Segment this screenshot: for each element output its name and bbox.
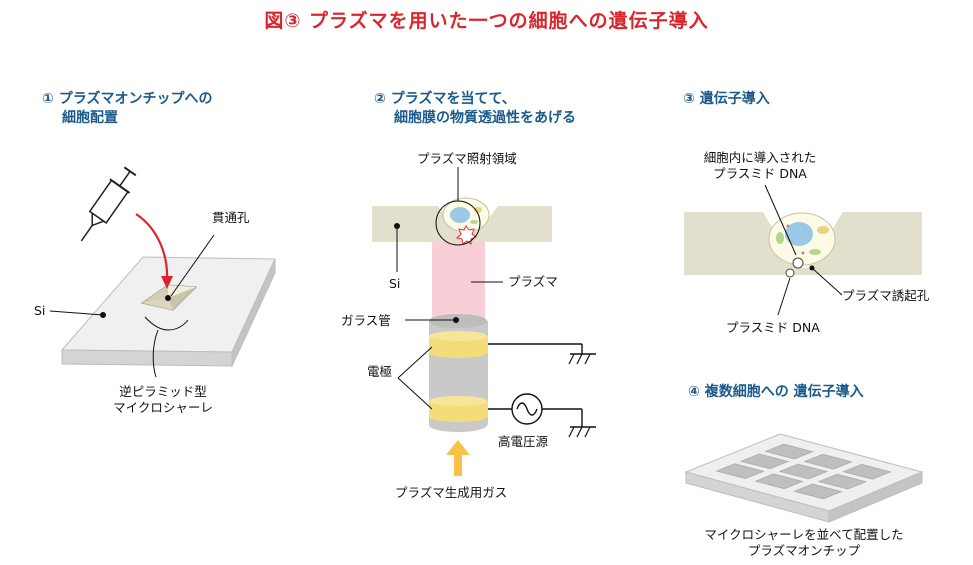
chip-well — [817, 473, 868, 490]
label-dish-l2: マイクロシャーレ — [113, 400, 213, 415]
step1-line1: ① プラズマオンチップへの — [42, 91, 213, 107]
insert-arrow — [135, 213, 169, 281]
label-electrode: 電極 — [367, 364, 393, 379]
plasmid-icon — [792, 257, 804, 269]
plasma-burst-icon — [455, 225, 478, 245]
gas-arrow-icon — [446, 440, 470, 476]
intro-leader — [764, 184, 797, 256]
step1-heading: ① プラズマオンチップへの 細胞配置 — [42, 90, 212, 128]
chip-well — [842, 464, 892, 480]
dish-bracket — [144, 316, 189, 331]
label-chip-array-l1: マイクロシャーレを並べて配置した — [704, 527, 904, 542]
chip-well — [764, 443, 814, 460]
label-hv-source: 高電圧源 — [498, 434, 549, 449]
label-plasma: プラズマ — [508, 274, 558, 289]
plasmid-outside-icon — [785, 268, 795, 278]
label-irradiation-region: プラズマ照射領域 — [417, 151, 517, 166]
label-si-1: Si — [34, 303, 46, 318]
cell-icon — [442, 197, 490, 233]
plasma-beam — [432, 226, 485, 326]
label-glass-tube: ガラス管 — [341, 313, 391, 328]
chip-well — [715, 463, 765, 479]
well-grid — [715, 443, 892, 500]
label-plasma-pore: プラズマ誘起孔 — [842, 288, 930, 303]
chip-well — [739, 453, 790, 470]
label-dish-l1: 逆ピラミッド型 — [119, 384, 207, 399]
label-plasmid-dna: プラスミド DNA — [726, 320, 820, 335]
pore-leader — [811, 267, 843, 296]
ground-icon-top — [568, 353, 596, 365]
glass-dot — [453, 317, 459, 323]
chip-well — [754, 473, 804, 490]
step3-heading: ③ 遺伝子導入 — [683, 91, 770, 107]
label-gas: プラズマ生成用ガス — [395, 485, 508, 500]
si-dot — [100, 312, 106, 318]
label-si-2: Si — [389, 276, 401, 291]
through-hole — [165, 295, 171, 301]
label-introduced-dna: 細胞内に導入された プラスミド DNA — [690, 150, 830, 182]
ground-icon-bottom — [568, 426, 596, 438]
label-introduced-dna-l2: プラスミド DNA — [713, 166, 807, 181]
label-introduced-dna-l1: 細胞内に導入された — [703, 150, 817, 165]
insert-arrowhead — [161, 276, 173, 289]
page-title: 図③ プラズマを用いた一つの細胞への遺伝子導入 — [264, 10, 709, 32]
step2-heading: ② プラズマを当てて、 細胞膜の物質透過性をあげる — [374, 90, 576, 128]
label-chip-array-l2: プラズマオンチップ — [747, 543, 861, 558]
electrode-bottom — [429, 396, 488, 422]
chip-well — [793, 483, 843, 500]
label-chip-array: マイクロシャーレを並べて配置した プラズマオンチップ — [684, 527, 924, 559]
si-leader — [49, 310, 104, 316]
step4-heading: ④ 複数細胞への 遺伝子導入 — [688, 384, 864, 400]
electrode-top — [429, 331, 488, 358]
label-dish: 逆ピラミッド型 マイクロシャーレ — [88, 384, 238, 416]
pore-dot — [809, 265, 815, 271]
chip-well — [778, 463, 829, 480]
ac-source-icon — [511, 393, 543, 425]
step1-line2: 細胞配置 — [62, 110, 118, 126]
si-substrate — [372, 206, 552, 242]
syringe-icon — [80, 166, 137, 242]
electrode-leader-top — [397, 346, 433, 379]
step2-line2: 細胞膜の物質透過性をあげる — [394, 110, 576, 126]
si-substrate-3 — [684, 212, 922, 275]
dish-leader — [152, 329, 159, 378]
chip-well — [803, 453, 853, 470]
electrode-leader-bottom — [397, 377, 433, 410]
label-through-hole: 貫通孔 — [212, 210, 250, 225]
hole-leader — [170, 234, 215, 297]
step2-line1: ② プラズマを当てて、 — [374, 91, 516, 107]
plasmid-leader — [777, 277, 791, 316]
